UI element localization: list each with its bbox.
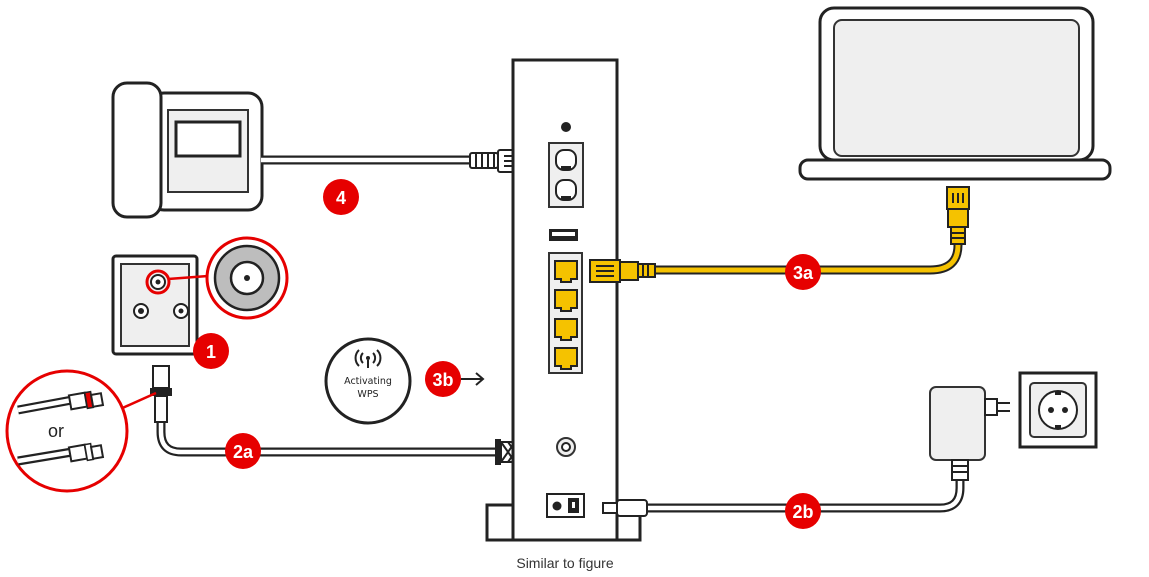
wps-label-line1: Activating [344,376,392,387]
telephone-icon [111,81,264,219]
or-label: or [48,421,64,441]
phone-ports [548,142,584,208]
step-badge-phone: 4 [323,179,359,215]
step-badge-power: 2b [785,493,821,529]
usb-port [549,229,578,241]
zoom-pointer-line [167,274,209,281]
step-badge-coax-cable: 2a [225,433,261,469]
lan-ports [548,252,583,374]
power-adapter-icon [929,386,1010,481]
coax-cable [150,365,546,465]
wall-outlet-icon [1018,371,1098,449]
wps-button-callout: Activating WPS [324,337,412,425]
router-icon [485,58,642,542]
svg-text:2a: 2a [233,442,254,462]
step-badge-lan-cable: 3a [785,254,821,290]
power-switch [546,493,585,518]
step-badge-coax-socket: 1 [193,333,229,369]
figure-caption: Similar to figure [516,555,613,571]
phone-cable [261,149,536,173]
coax-wall-socket-icon [111,254,199,356]
step-badge-wps: 3b [425,361,461,397]
lan-cable [589,186,970,283]
laptop-icon [798,6,1112,181]
coax-port [556,437,576,457]
zoom-pointer-line-2 [117,391,157,412]
wifi-icon [354,349,382,368]
arrow-right-icon [461,372,485,386]
coax-port-zoom [205,236,289,320]
svg-text:4: 4 [336,188,346,208]
power-led [561,122,571,132]
coax-connector-zoom: or [5,369,129,493]
power-cable [602,478,965,517]
svg-text:3a: 3a [793,263,814,283]
wps-label-line2: WPS [357,389,378,400]
svg-text:2b: 2b [792,502,813,522]
svg-text:3b: 3b [432,370,453,390]
svg-text:1: 1 [206,342,216,362]
